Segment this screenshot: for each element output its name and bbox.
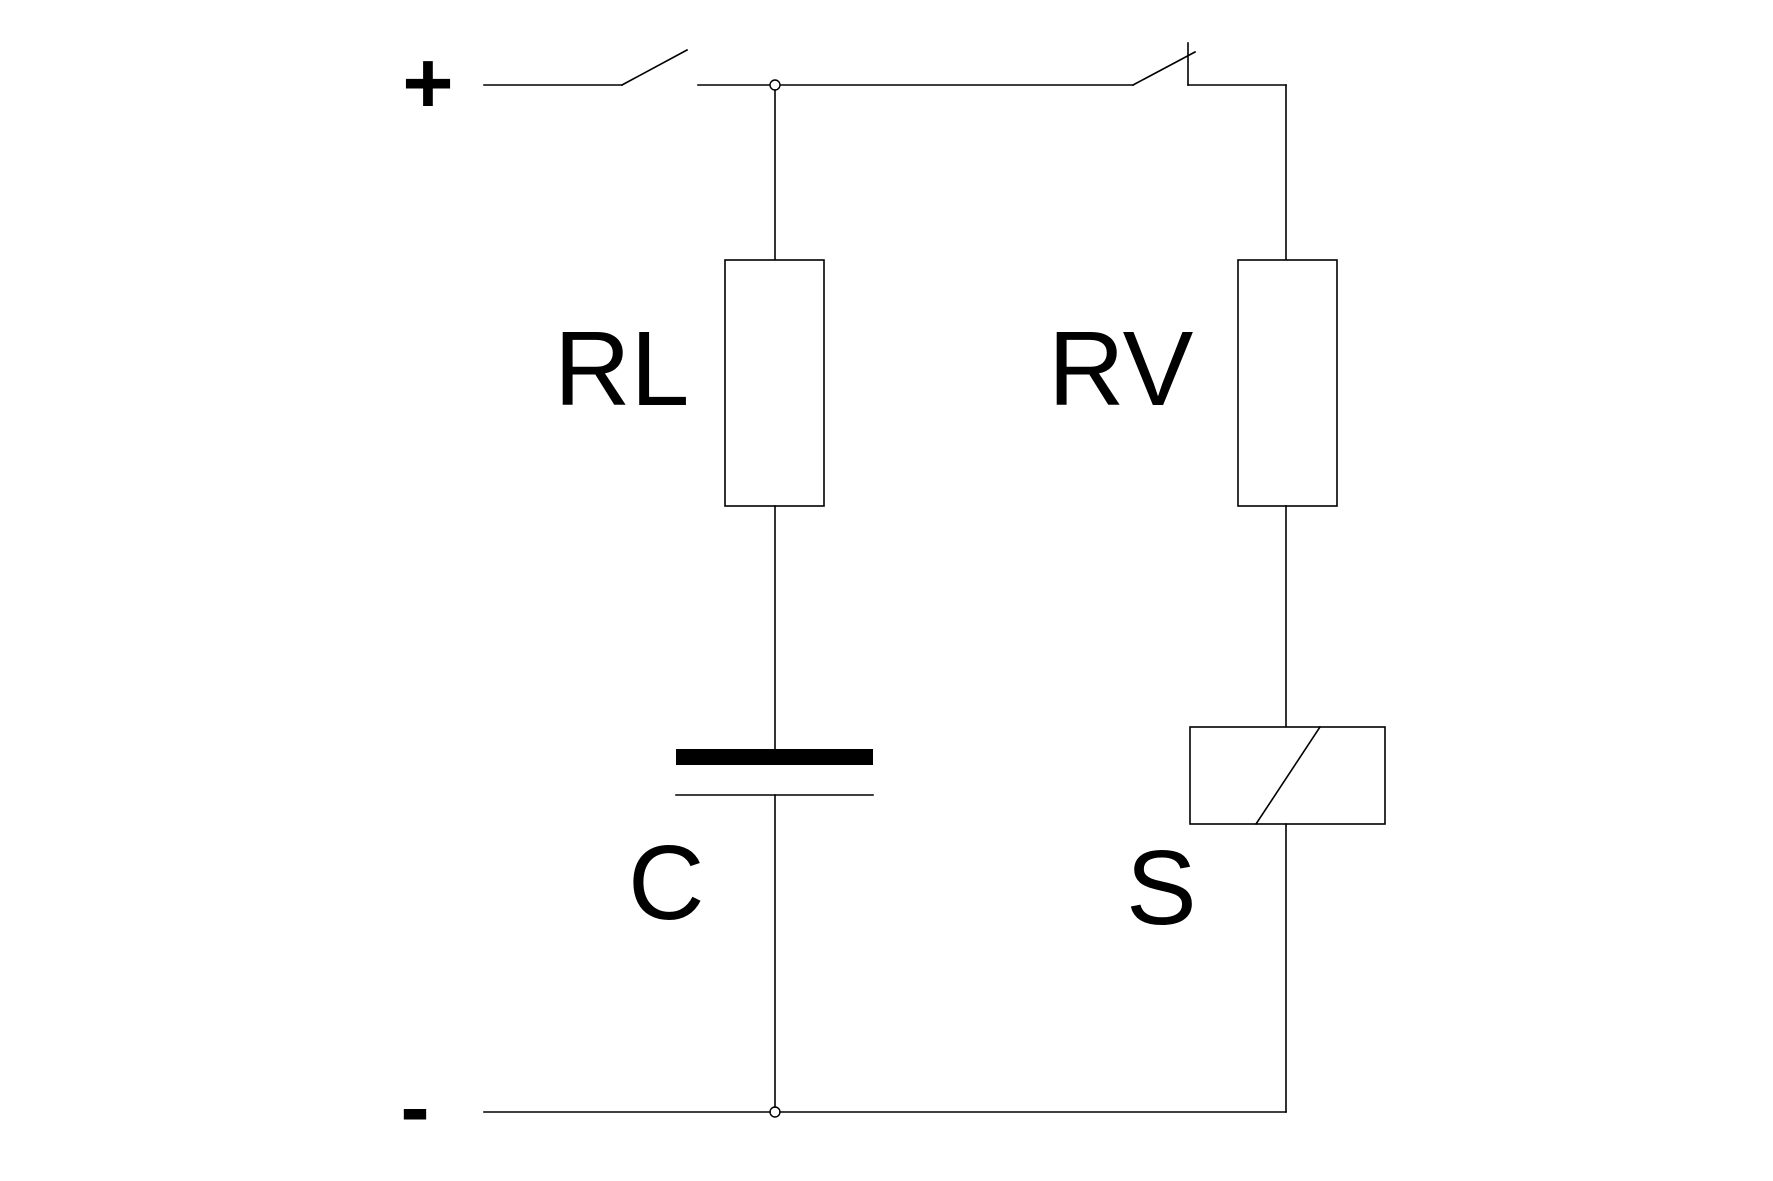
positive-terminal-label: + (402, 33, 453, 132)
resistor-rl-label: RL (554, 310, 690, 428)
resistor-rv-label: RV (1048, 310, 1194, 428)
relay-coil-s (1189, 725, 1386, 826)
relay-coil-s-label: S (1126, 829, 1197, 947)
relay-contact-switch (1131, 42, 1287, 261)
top-junction-node (769, 79, 781, 91)
resistor-rl (724, 259, 825, 507)
capacitor-c-label: C (628, 824, 705, 942)
capacitor-c (675, 749, 874, 796)
resistor-rv (1237, 259, 1338, 507)
negative-terminal-label: - (400, 1057, 429, 1156)
main-switch (620, 48, 770, 87)
bottom-junction-node (769, 1106, 781, 1118)
